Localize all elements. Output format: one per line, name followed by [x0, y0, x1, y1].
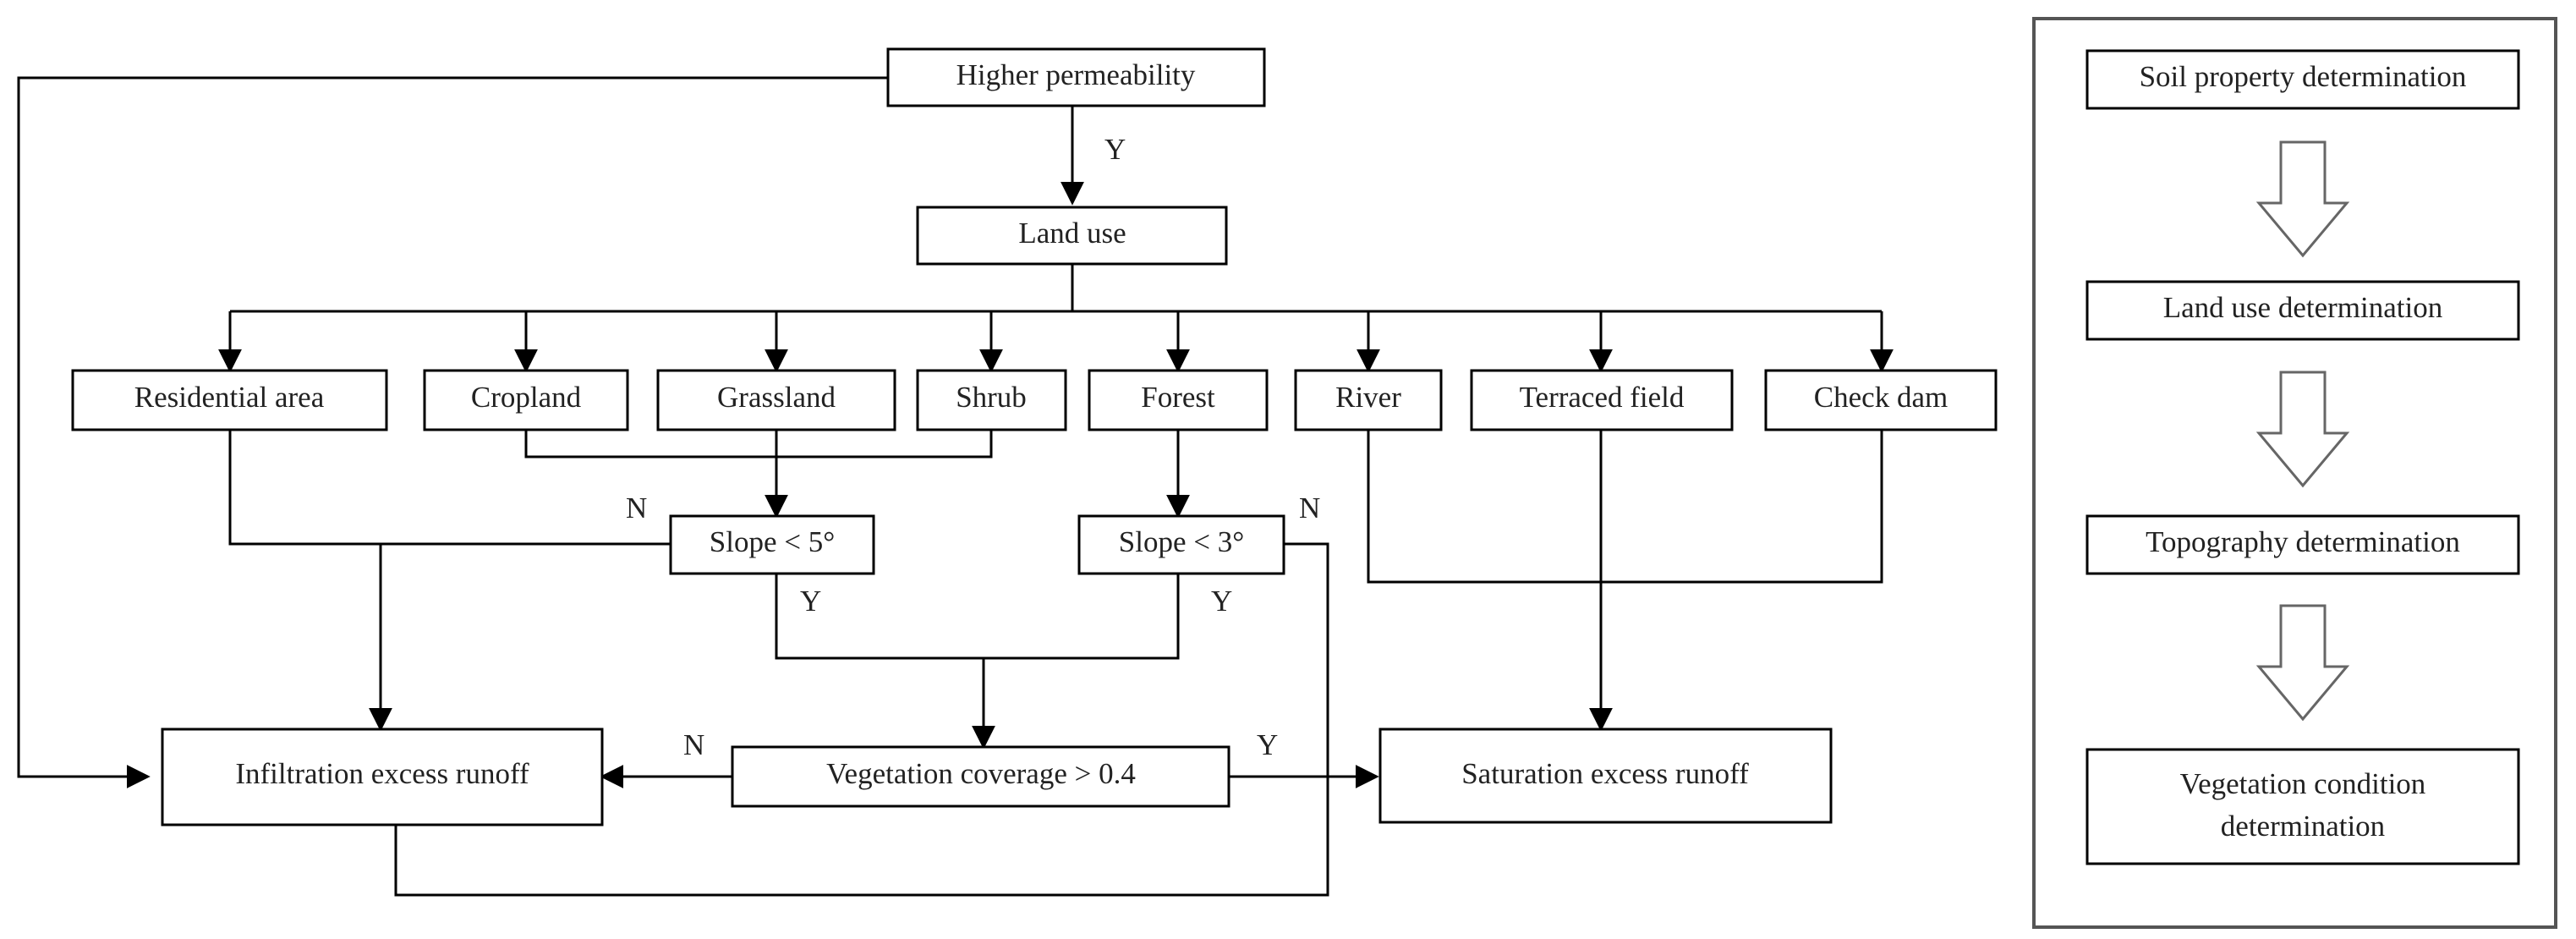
legend-panel: Soil property determination Land use det…: [2032, 17, 2557, 929]
node-label: Saturation excess runoff: [1461, 757, 1749, 790]
node-label: Forest: [1141, 381, 1215, 414]
node-label: Vegetation coverage > 0.4: [826, 757, 1136, 790]
legend-step-label: Topography determination: [2146, 525, 2460, 558]
legend-down-arrow-2: [2255, 371, 2350, 488]
node-label: Infiltration excess runoff: [235, 757, 529, 790]
node-slope-3: Slope < 3°: [1077, 514, 1285, 575]
node-land-use: Land use: [916, 206, 1228, 266]
node-label: Shrub: [956, 381, 1027, 414]
legend-step-vegetation: Vegetation condition determination: [2085, 748, 2520, 865]
node-label: Residential area: [134, 381, 325, 414]
legend-step-label: Soil property determination: [2140, 60, 2467, 93]
legend-step-label: Land use determination: [2163, 291, 2442, 324]
legend-step-label-line-2: determination: [2221, 810, 2385, 843]
node-residential-area: Residential area: [71, 369, 388, 431]
label-no-vegetation: N: [683, 728, 704, 761]
edge-labels: Y N Y Y N N Y: [626, 133, 1320, 761]
node-terraced-field: Terraced field: [1470, 369, 1734, 431]
edge-cropland-shrub-merge: [524, 430, 993, 459]
label-yes-permeability: Y: [1104, 133, 1126, 166]
edge-river-checkdam-merge: [1367, 430, 1883, 584]
label-yes-slope5: Y: [800, 585, 821, 618]
edge-residential-to-infiltration: [228, 430, 392, 732]
legend-down-arrow-3: [2255, 604, 2350, 722]
node-check-dam: Check dam: [1764, 369, 1998, 431]
node-label: Slope < 3°: [1119, 525, 1244, 558]
node-label: Slope < 5°: [710, 525, 835, 558]
node-river: River: [1294, 369, 1443, 431]
node-saturation-excess-runoff: Saturation excess runoff: [1378, 728, 1833, 824]
node-label: Grassland: [717, 381, 836, 414]
node-label: Higher permeability: [956, 58, 1196, 91]
legend-step-land-use: Land use determination: [2085, 280, 2520, 341]
legend-step-label-line-1: Vegetation condition: [2180, 767, 2426, 800]
label-no-slope3: N: [1299, 491, 1320, 524]
node-shrub: Shrub: [916, 369, 1067, 431]
node-higher-permeability: Higher permeability: [886, 47, 1266, 107]
node-label: Terraced field: [1520, 381, 1685, 414]
node-label: Check dam: [1814, 381, 1948, 414]
connectors: [17, 76, 1894, 897]
node-label: Cropland: [471, 381, 582, 414]
node-infiltration-excess-runoff: Infiltration excess runoff: [161, 728, 604, 826]
node-slope-5: Slope < 5°: [669, 514, 875, 575]
legend-step-soil-property: Soil property determination: [2085, 49, 2520, 110]
node-grassland: Grassland: [656, 369, 896, 431]
legend-step-topography: Topography determination: [2085, 514, 2520, 575]
node-vegetation-coverage: Vegetation coverage > 0.4: [731, 745, 1230, 808]
node-label: River: [1335, 381, 1401, 414]
nodes: Higher permeability Land use Residential…: [71, 47, 1998, 826]
node-label: Land use: [1018, 217, 1126, 250]
label-no-slope5: N: [626, 491, 647, 524]
edge-slope3-no-loop: [394, 542, 1329, 897]
node-forest: Forest: [1088, 369, 1269, 431]
legend-down-arrow-1: [2255, 140, 2350, 258]
node-cropland: Cropland: [423, 369, 629, 431]
label-yes-slope3: Y: [1211, 585, 1232, 618]
edge-slope-yes-merge: [775, 574, 1180, 660]
label-yes-vegetation: Y: [1257, 728, 1278, 761]
edge-permeability-to-infiltration: [17, 76, 888, 788]
